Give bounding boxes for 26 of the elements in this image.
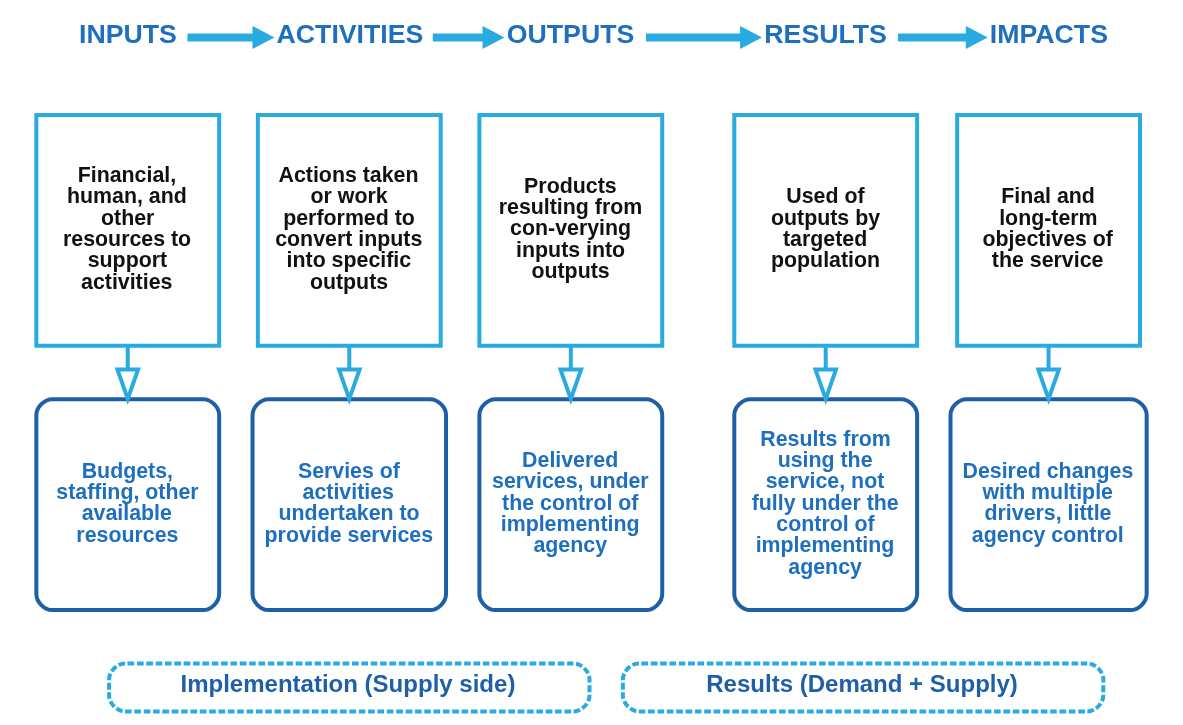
arrow — [557, 346, 584, 406]
node-box: Final and long-term objectives of the service — [955, 112, 1142, 348]
node-box: Results from using the service, not fully under the control of implementing agency — [732, 397, 920, 613]
node-text: INPUTS — [79, 18, 177, 49]
arrow — [812, 346, 839, 406]
node-text: IMPACTS — [989, 18, 1108, 49]
node-box: Results (Demand + Supply) — [620, 661, 1106, 714]
arrow — [187, 26, 275, 50]
arrow — [1035, 346, 1062, 406]
arrow — [432, 26, 505, 50]
arrow — [114, 346, 141, 406]
node-box: Actions taken or work performed to convert inputs into specific outputs — [255, 112, 443, 348]
node-box: Desired changes with multiple drivers, little agency control — [948, 397, 1149, 613]
node-box: Used of outputs by targeted population — [732, 112, 920, 348]
node-text: RESULTS — [764, 18, 887, 49]
node-box: Servies of activities undertaken to provide services — [250, 397, 449, 613]
arrow — [646, 26, 762, 50]
node-box: Delivered services, under the control of implementing agency — [477, 397, 665, 613]
node-box: Products resulting from con-verying inputs into outputs — [477, 112, 665, 348]
node-box: Financial, human, and other resources to support activities — [34, 112, 222, 348]
node-box: Budgets, staffing, other available resources — [34, 397, 222, 613]
arrow — [336, 346, 363, 406]
node-text: OUTPUTS — [506, 18, 635, 49]
node-box: Implementation (Supply side) — [107, 661, 592, 714]
arrow — [897, 26, 988, 50]
node-text: ACTIVITIES — [276, 18, 424, 49]
